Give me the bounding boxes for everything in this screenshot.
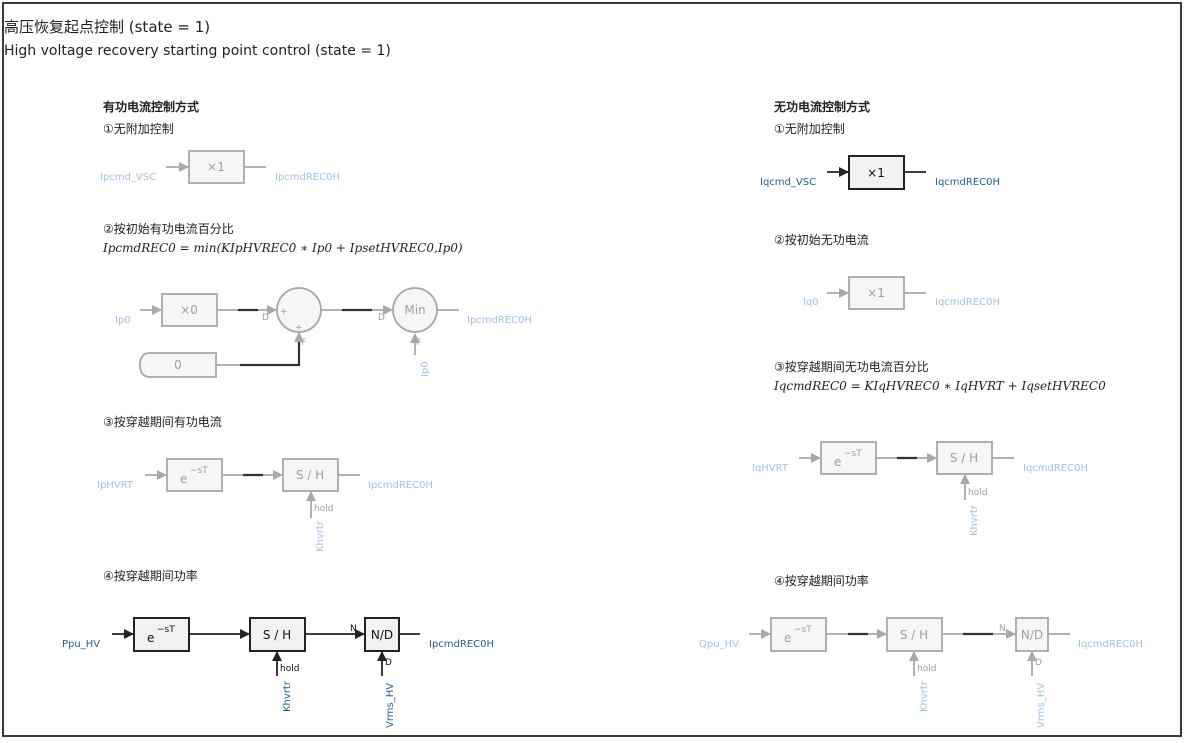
right-opt4-delay-base: e: [784, 631, 791, 645]
left-opt3-label: ③按穿越期间有功电流: [103, 415, 222, 429]
right-opt2-label: ②按初始无功电流: [774, 233, 869, 247]
right-opt3-sample-hold-block: [936, 441, 993, 475]
left-heading: 有功电流控制方式: [103, 100, 200, 114]
left-opt4-div-input-label: Vrms_HV: [385, 683, 396, 728]
left-opt4-delay-exp: −sT: [157, 625, 175, 635]
left-opt2-sum-f: F: [301, 338, 306, 348]
right-opt3-delay-exp: −sT: [844, 449, 862, 459]
right-opt4-div-d: D: [1035, 658, 1042, 668]
right-opt3-diagram: IqHVRT e −sT S / H hold Khvrtr IqcmdREC0…: [752, 441, 1088, 536]
right-opt3-delay-base: e: [834, 455, 841, 469]
left-opt3-delay-exp: −sT: [190, 466, 208, 476]
right-opt4-input-label: Qpu_HV: [699, 639, 739, 650]
left-opt4-diagram: Ppu_HV e −sT S / H hold Khvrtr N N/D D V…: [62, 617, 494, 728]
right-opt1-output-label: IqcmdREC0H: [935, 177, 1000, 188]
left-opt3-diagram: IpHVRT e −sT S / H hold Khvrtr IpcmdREC0…: [97, 458, 433, 552]
right-opt2-input-label: Iq0: [803, 297, 819, 308]
left-opt4-delay-base: e: [147, 631, 154, 645]
left-opt2-sum-plus2: +: [295, 323, 303, 333]
left-opt2-input-label: Ip0: [115, 315, 131, 326]
right-opt3-label: ③按穿越期间无功电流百分比: [774, 360, 929, 374]
left-opt2-min-f: F: [416, 338, 421, 348]
left-opt1-label: ①无附加控制: [103, 122, 174, 136]
right-opt1-gain-text: ×1: [867, 166, 885, 180]
right-opt1-input-label: Iqcmd_VSC: [760, 177, 816, 188]
left-opt3-sh-text: S / H: [296, 468, 324, 482]
left-opt2-formula: IpcmdREC0 = min(KIpHVREC0 ∗ Ip0 + IpsetH…: [103, 241, 463, 255]
left-opt4-hold-label: hold: [280, 664, 299, 674]
left-opt3-delay-block: [166, 458, 223, 492]
left-opt2-min-text: Min: [404, 303, 425, 317]
right-opt4-hold-input-label: Khvrtr: [919, 680, 930, 712]
left-opt3-input-label: IpHVRT: [97, 480, 134, 491]
left-opt3-delay-base: e: [180, 472, 187, 486]
right-heading: 无功电流控制方式: [774, 100, 871, 114]
left-opt2-const-block: [139, 352, 217, 378]
left-opt4-div-n: N: [350, 624, 357, 634]
page-title-en: High voltage recovery starting point con…: [4, 43, 391, 59]
left-opt4-input-label: Ppu_HV: [62, 639, 100, 650]
left-opt4-label: ④按穿越期间功率: [103, 569, 198, 583]
left-opt3-hold-input-label: Khvrtr: [315, 520, 326, 552]
right-opt4-div-input-label: Vrms_HV: [1036, 683, 1047, 728]
right-opt2-gain-text: ×1: [867, 286, 885, 300]
right-opt4-diagram: Qpu_HV e −sT S / H hold Khvrtr N N/D D V…: [699, 617, 1143, 728]
right-opt4-output-label: IqcmdREC0H: [1078, 639, 1143, 650]
left-opt4-div-text: N/D: [371, 628, 393, 642]
right-opt2-gain-block: [848, 276, 905, 310]
right-opt3-sh-text: S / H: [950, 451, 978, 465]
left-opt2-gain-block: [161, 293, 218, 327]
right-opt3-formula: IqcmdREC0 = KIqHVREC0 ∗ IqHVRT + IqsetHV…: [774, 379, 1106, 393]
right-opt4-delay-exp: −sT: [794, 625, 812, 635]
left-opt1-gain-block: [188, 150, 245, 184]
right-opt2-output-label: IqcmdREC0H: [935, 297, 1000, 308]
left-opt3-output-label: IpcmdREC0H: [368, 480, 433, 491]
right-opt1-label: ①无附加控制: [774, 122, 845, 136]
right-opt3-input-label: IqHVRT: [752, 463, 789, 474]
right-opt4-div-n: N: [999, 624, 1006, 634]
left-opt2-const-text: 0: [174, 358, 182, 372]
left-opt3-sample-hold-block: [282, 458, 339, 492]
left-opt2-output-label: IpcmdREC0H: [467, 315, 532, 326]
right-opt4-div-text: N/D: [1021, 628, 1043, 642]
left-opt1-gain-text: ×1: [207, 160, 225, 174]
left-opt2-gain-text: ×0: [180, 303, 198, 317]
left-opt1-diagram: Ipcmd_VSC ×1 IpcmdREC0H: [100, 150, 340, 184]
right-opt1-diagram: Iqcmd_VSC ×1 IqcmdREC0H: [760, 155, 1000, 190]
left-opt2-sum-plus1: +: [280, 307, 288, 317]
left-opt2-sum-d: D: [262, 313, 269, 323]
right-opt4-hold-label: hold: [917, 664, 936, 674]
right-opt3-hold-input-label: Khvrtr: [969, 504, 980, 536]
right-opt3-hold-label: hold: [968, 488, 987, 498]
right-opt4-sh-text: S / H: [900, 628, 928, 642]
left-opt4-sh-text: S / H: [263, 628, 291, 642]
right-opt2-diagram: Iq0 ×1 IqcmdREC0H: [803, 276, 1000, 310]
right-opt3-output-label: IqcmdREC0H: [1023, 463, 1088, 474]
left-opt1-input-label: Ipcmd_VSC: [100, 172, 156, 183]
left-opt4-hold-input-label: Khvrtr: [282, 680, 293, 712]
left-opt4-div-d: D: [385, 658, 392, 668]
left-opt4-output-label: IpcmdREC0H: [429, 639, 494, 650]
page-title-zh: 高压恢复起点控制 (state = 1): [4, 18, 211, 36]
left-opt2-diagram: Ip0 ×0 D + + F 0 D Min F Ip0 IpcmdREC0H: [115, 287, 532, 378]
left-opt2-min-input-label: Ip0: [420, 361, 431, 377]
left-opt1-output-label: IpcmdREC0H: [275, 172, 340, 183]
right-opt4-label: ④按穿越期间功率: [774, 574, 869, 588]
left-opt2-min-d: D: [378, 313, 385, 323]
left-opt2-label: ②按初始有功电流百分比: [103, 222, 234, 236]
left-opt3-hold-label: hold: [314, 504, 333, 514]
